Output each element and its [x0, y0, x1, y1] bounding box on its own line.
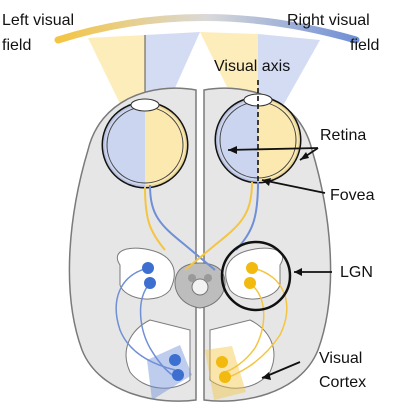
left-cortex-node-upper — [169, 354, 181, 366]
left-visual-field-label-line1: Left visual — [2, 12, 74, 29]
right-lgn-node-lower — [244, 277, 256, 289]
right-cortex-node-lower — [219, 371, 231, 383]
right-visual-field-label-line2: field — [350, 37, 379, 54]
visual-axis-label: Visual axis — [214, 58, 290, 75]
brainstem-dot-right — [204, 274, 212, 282]
left-eye-lens — [131, 99, 159, 111]
right-visual-field-label-line1: Right visual — [287, 12, 370, 29]
right-cortex-node-upper — [216, 356, 228, 368]
left-lgn-node-lower — [144, 277, 156, 289]
visual-cortex-label-line1: Visual — [319, 350, 362, 367]
left-visual-field-label-line2: field — [2, 37, 31, 54]
left-cortex-node-lower — [172, 369, 184, 381]
right-lgn-node-upper — [246, 262, 258, 274]
fovea-label: Fovea — [330, 187, 375, 204]
left-lgn-node-upper — [142, 262, 154, 274]
brainstem-dot-left — [188, 274, 196, 282]
retina-label: Retina — [320, 127, 366, 144]
visual-cortex-label-line2: Cortex — [319, 374, 366, 391]
lgn-label: LGN — [340, 264, 373, 281]
brainstem-center — [192, 279, 208, 295]
